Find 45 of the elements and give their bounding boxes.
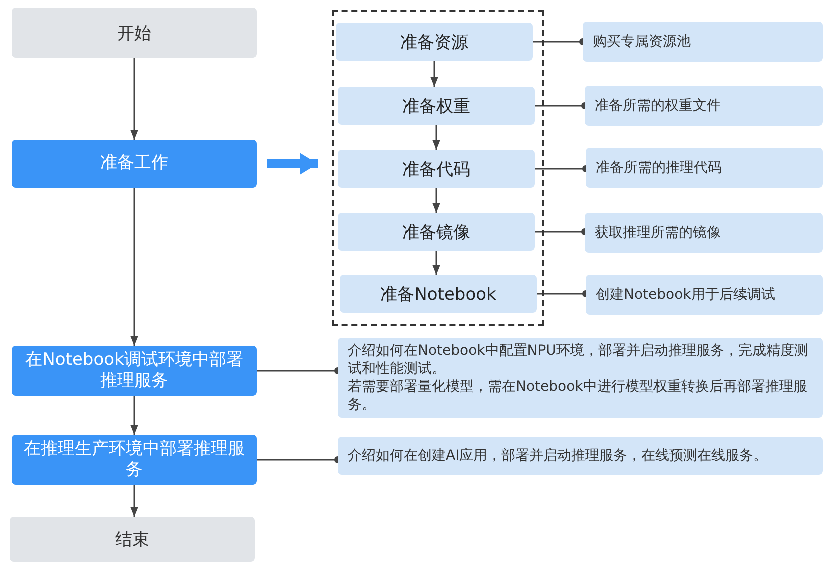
node-text: 准备所需的推理代码 bbox=[596, 158, 722, 178]
start-box bbox=[12, 8, 257, 58]
node-text: 介绍如何在Notebook中配置NPU环境，部署并启动推理服务，完成精度测试和性能测试。 bbox=[348, 342, 810, 378]
node-text: 准备资源 bbox=[400, 32, 468, 54]
step-box bbox=[338, 150, 535, 188]
node-text: 准备Notebook bbox=[380, 284, 496, 306]
step-box bbox=[338, 213, 535, 251]
node-text: 介绍如何在创建AI应用，部署并启动推理服务，在线预测在线服务。 bbox=[348, 446, 768, 466]
step-box bbox=[338, 87, 535, 125]
arrow bbox=[130, 188, 138, 346]
step-box bbox=[336, 23, 533, 61]
arrow bbox=[432, 251, 440, 275]
step-box bbox=[340, 275, 537, 313]
node-text: 准备所需的权重文件 bbox=[595, 96, 721, 116]
description-box bbox=[585, 213, 823, 253]
node-text: 准备权重 bbox=[402, 96, 470, 118]
node-text: 获取推理所需的镜像 bbox=[595, 224, 721, 242]
description-box bbox=[586, 275, 823, 315]
arrow bbox=[267, 153, 318, 175]
node-text: 准备镜像 bbox=[402, 222, 470, 244]
arrow bbox=[130, 58, 138, 140]
end-box bbox=[10, 517, 255, 562]
description-box bbox=[585, 86, 823, 126]
process-box bbox=[12, 346, 257, 396]
node-text: 创建Notebook用于后续调试 bbox=[596, 286, 776, 304]
node-text: 开始 bbox=[118, 22, 152, 44]
arrow bbox=[130, 485, 138, 517]
process-box bbox=[12, 140, 257, 188]
description-box bbox=[586, 148, 823, 188]
node-text: 购买专属资源池 bbox=[593, 32, 691, 52]
node-text: 若需要部署量化模型，需在Notebook中进行模型权重转换后再部署推理服务。 bbox=[348, 378, 808, 414]
node-text: 准备工作 bbox=[100, 153, 168, 175]
dashed-group-box bbox=[332, 10, 544, 326]
arrow bbox=[130, 396, 138, 435]
description-box bbox=[338, 338, 823, 418]
description-box bbox=[583, 22, 823, 62]
process-box bbox=[12, 435, 257, 485]
arrow bbox=[432, 188, 440, 213]
description-box bbox=[338, 437, 823, 475]
node-text: 准备代码 bbox=[402, 158, 470, 180]
arrow bbox=[432, 125, 440, 150]
node-text: 在Notebook调试环境中部署推理服务 bbox=[24, 350, 244, 392]
arrow bbox=[430, 61, 438, 87]
node-text: 结束 bbox=[116, 529, 150, 551]
node-text: 在推理生产环境中部署推理服务 bbox=[23, 438, 246, 482]
